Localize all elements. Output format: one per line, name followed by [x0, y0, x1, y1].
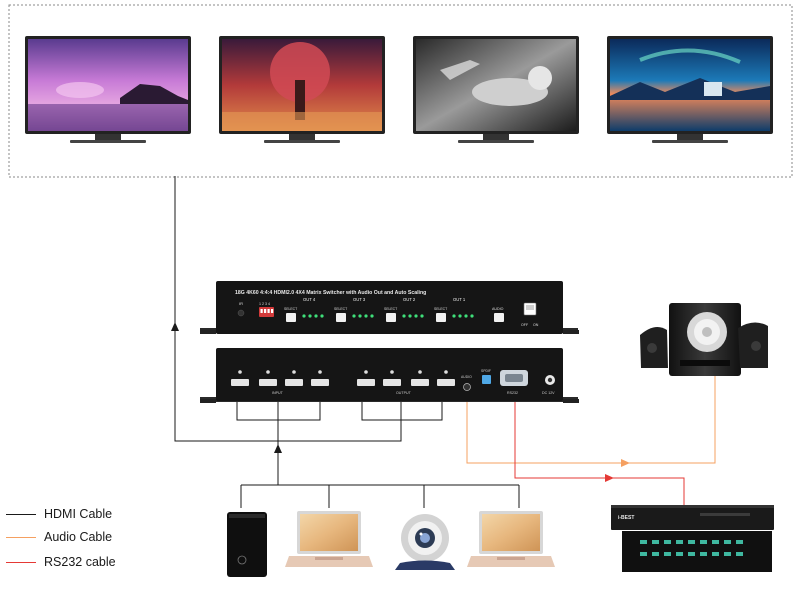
out-group-1: OUT 1 SELECT — [434, 297, 474, 322]
dip-switch[interactable] — [259, 307, 274, 317]
legend-hdmi-label: HDMI Cable — [44, 507, 113, 521]
rs232-label: RS232 — [507, 391, 518, 395]
legend-audio-label: Audio Cable — [44, 530, 113, 544]
legend-rs232-label: RS232 cable — [44, 555, 116, 569]
legend-rs232: RS232 cable — [6, 555, 116, 569]
audio-jack[interactable] — [463, 383, 471, 391]
model-text: 18G 4K60 4:4:4 HDMI2.0 4X4 Matrix Switch… — [235, 290, 426, 296]
hdmi-input-ports — [231, 370, 329, 386]
rs232-cable — [514, 398, 685, 505]
select-button[interactable] — [336, 313, 346, 322]
legend-rs232-swatch — [6, 561, 36, 563]
spdif-label: SPDIF — [481, 369, 491, 373]
select-button[interactable] — [286, 313, 296, 322]
select-button[interactable] — [436, 313, 446, 322]
legend-audio: Audio Cable — [6, 530, 112, 544]
hdmi-output-port[interactable] — [411, 379, 429, 386]
central-control-system: i-BEST — [611, 505, 774, 572]
out-label: OUT 4 — [303, 297, 316, 302]
control-logo: i-BEST — [618, 515, 634, 521]
select-label: SELECT — [434, 307, 447, 311]
out-label: OUT 2 — [403, 297, 416, 302]
tv-2 — [219, 36, 385, 143]
dc-label: DC 12V — [542, 391, 555, 395]
display-group-box — [8, 4, 793, 178]
laptop-2 — [467, 511, 555, 567]
audio-button[interactable] — [494, 313, 504, 322]
audio-cable — [466, 370, 716, 467]
out-label: OUT 3 — [353, 297, 366, 302]
speaker-system — [640, 303, 768, 376]
tv-3 — [413, 36, 579, 143]
hdmi-output-port[interactable] — [357, 379, 375, 386]
rear-audio-label: AUDIO — [461, 375, 472, 379]
laptop-1 — [285, 511, 373, 567]
legend-hdmi-swatch — [6, 513, 36, 515]
tv-1 — [25, 36, 191, 143]
power-on-label: ON — [533, 323, 539, 327]
legend-hdmi: HDMI Cable — [6, 507, 112, 521]
out-label: OUT 1 — [453, 297, 466, 302]
output-label: OUTPUT — [396, 391, 412, 395]
hdmi-input-port[interactable] — [311, 379, 329, 386]
spdif-port[interactable] — [482, 375, 491, 384]
audio-label: AUDIO — [492, 307, 504, 311]
hdmi-output-port[interactable] — [437, 379, 455, 386]
power-off-label: OFF — [521, 323, 529, 327]
matrix-front-panel: 18G 4K60 4:4:4 HDMI2.0 4X4 Matrix Switch… — [200, 281, 579, 334]
hdmi-output-port[interactable] — [383, 379, 401, 386]
tv-4 — [607, 36, 773, 143]
hdmi-input-port[interactable] — [231, 379, 249, 386]
matrix-rear-panel: INPUT OUTPUT AUDIO SPDIF RS232 DC 12V — [200, 348, 579, 403]
select-label: SELECT — [384, 307, 397, 311]
select-button[interactable] — [386, 313, 396, 322]
desktop-pc — [227, 512, 267, 577]
webcam — [395, 514, 455, 570]
ir-window — [237, 309, 245, 317]
select-label: SELECT — [284, 307, 297, 311]
ir-label: IR — [239, 301, 243, 306]
input-label: INPUT — [272, 391, 284, 395]
hdmi-input-port[interactable] — [285, 379, 303, 386]
out-group-3: OUT 3 SELECT — [334, 297, 374, 322]
out-group-4: OUT 4 SELECT — [284, 297, 324, 322]
legend-audio-swatch — [6, 536, 36, 538]
dip-label: 1 2 3 4 — [259, 302, 270, 306]
select-label: SELECT — [334, 307, 347, 311]
hdmi-input-port[interactable] — [259, 379, 277, 386]
out-group-2: OUT 2 SELECT — [384, 297, 424, 322]
hdmi-output-ports — [357, 370, 455, 386]
